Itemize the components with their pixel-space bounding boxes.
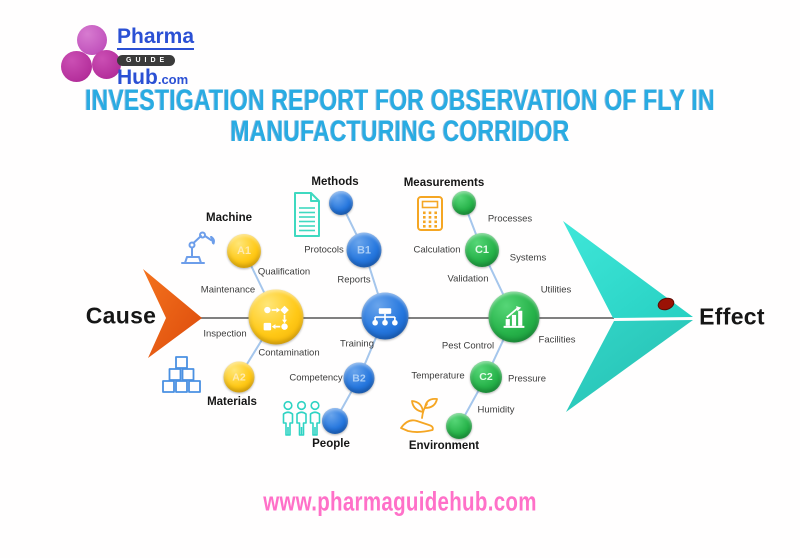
fish-tail-upper — [563, 221, 693, 318]
stacked-boxes-icon — [162, 356, 201, 393]
label-reports: Reports — [337, 274, 371, 286]
category-materials: Materials — [207, 396, 257, 408]
fish-tail-lower — [566, 320, 693, 412]
logo-circle-right — [92, 50, 121, 79]
effect-label: Effect — [699, 303, 765, 330]
calculator-icon — [417, 196, 443, 231]
category-environment: Environment — [408, 440, 480, 452]
category-machine: Machine — [205, 212, 253, 224]
label-competency: Competency — [289, 372, 343, 384]
cause-label: Cause — [85, 302, 157, 329]
cause-arrow — [143, 269, 202, 358]
people-end-node — [322, 408, 348, 434]
label-maintenance: Maintenance — [200, 284, 256, 296]
node-b2: B2 — [343, 362, 375, 394]
measurements-end-node — [452, 191, 476, 215]
bar-chart-icon — [503, 306, 525, 328]
page-title: INVESTIGATION REPORT FOR OBSERVATION OF … — [60, 82, 740, 149]
label-qualification: Qualification — [257, 266, 311, 278]
methods-people-main-node — [361, 292, 409, 340]
label-temperature: Temperature — [411, 370, 465, 382]
node-b1: B1 — [346, 232, 382, 268]
node-c1: C1 — [465, 233, 499, 267]
label-contamination: Contamination — [258, 347, 320, 359]
title-line-2: MANUFACTURING CORRIDOR — [230, 114, 570, 149]
label-utilities: Utilities — [540, 284, 572, 296]
label-calculation: Calculation — [413, 244, 461, 256]
category-measurements: Measurements — [403, 177, 485, 189]
label-training: Training — [340, 338, 374, 350]
label-humidity: Humidity — [477, 404, 515, 416]
plant-in-hand-icon — [400, 398, 438, 433]
node-c2: C2 — [470, 361, 502, 393]
methods-end-node — [329, 191, 353, 215]
measurements-environment-main-node — [488, 291, 540, 343]
logo-guide-badge: GUIDE — [117, 55, 176, 66]
label-protocols: Protocols — [304, 244, 344, 256]
category-methods: Methods — [311, 176, 359, 188]
label-pest-control: Pest Control — [441, 340, 495, 352]
fish-eye — [657, 297, 675, 311]
org-chart-icon — [372, 307, 398, 326]
logo-circle-left — [61, 51, 92, 82]
label-inspection: Inspection — [203, 328, 247, 340]
category-people: People — [312, 438, 350, 450]
workflow-icon — [263, 305, 289, 331]
people-group-icon — [282, 400, 321, 436]
document-icon — [294, 192, 320, 237]
logo-tld-text: .com — [157, 72, 189, 87]
pharmaguidehub-logo: Pharma GUIDE Hub.com — [38, 24, 208, 88]
label-systems: Systems — [509, 252, 547, 264]
label-validation: Validation — [447, 273, 489, 285]
title-line-1: INVESTIGATION REPORT FOR OBSERVATION OF … — [85, 82, 715, 117]
logo-hub-text: Hub — [117, 66, 158, 89]
robot-arm-icon — [181, 231, 215, 264]
node-a1: A1 — [227, 234, 261, 268]
node-a2: A2 — [223, 361, 255, 393]
label-facilities: Facilities — [538, 334, 576, 346]
logo-text: Pharma GUIDE Hub.com — [117, 25, 195, 89]
machine-materials-main-node — [248, 289, 304, 345]
label-processes: Processes — [487, 213, 533, 225]
label-pressure: Pressure — [507, 373, 547, 385]
logo-pharma-text: Pharma — [117, 25, 195, 50]
website-url: www.pharmaguidehub.com — [263, 487, 537, 517]
environment-end-node — [446, 413, 472, 439]
